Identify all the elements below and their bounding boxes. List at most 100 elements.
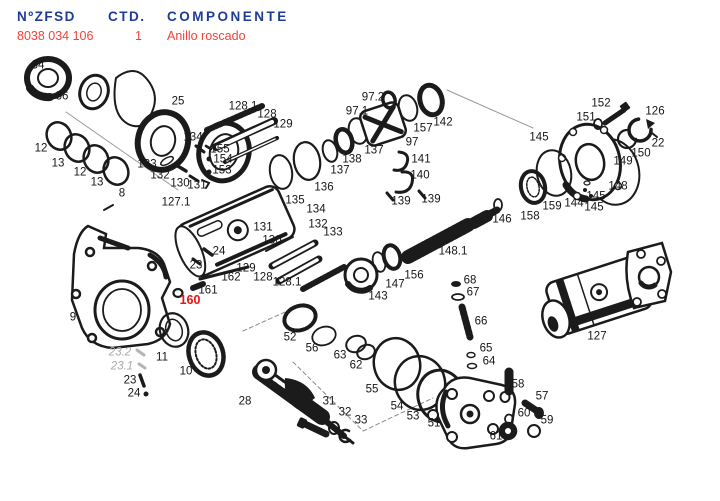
part-label-161: 161: [198, 284, 218, 297]
part-label-129: 129: [236, 262, 256, 275]
part-label-52: 52: [283, 331, 297, 344]
part-label-54: 54: [390, 400, 404, 413]
part-label-130: 130: [262, 234, 282, 247]
part-oring-135: [268, 154, 294, 190]
part-label-9: 9: [69, 311, 77, 324]
part-label-128: 128: [257, 108, 277, 121]
column-header-part-number: NºZFSD: [17, 9, 76, 24]
part-ring-62: [356, 343, 376, 361]
part-cam-plate: [113, 70, 156, 128]
part-label-60: 60: [517, 407, 531, 420]
part-label-133: 133: [323, 226, 343, 239]
part-label-138: 138: [342, 153, 362, 166]
part-label-144: 144: [564, 197, 584, 210]
part-housing-9: [70, 224, 172, 350]
part-label-63: 63: [333, 349, 347, 362]
part-label-53: 53: [406, 410, 420, 423]
part-label-153: 153: [212, 164, 232, 177]
part-bolt-31: [296, 417, 352, 444]
part-bearing-10: [186, 330, 226, 378]
part-label-36: 36: [55, 90, 69, 103]
part-label-31: 31: [322, 395, 336, 408]
part-snaprings-149-150: [616, 117, 658, 150]
part-ballnut-143: [343, 243, 403, 294]
part-label-128.1: 128.1: [228, 100, 258, 113]
part-label-97: 97: [405, 136, 419, 149]
part-seal-11: [158, 312, 190, 348]
part-spring-52: [282, 303, 318, 333]
column-header-quantity: CTD.: [108, 9, 146, 24]
part-label-159: 159: [542, 200, 562, 213]
part-bearing-ring: [134, 109, 192, 173]
part-label-150: 150: [631, 147, 651, 160]
part-rack-rods: [265, 236, 347, 292]
part-label-148.1: 148.1: [438, 245, 468, 258]
part-adjuster-group: [172, 247, 250, 299]
part-plug-group: [498, 391, 544, 441]
part-label-24: 24: [127, 387, 141, 400]
part-label-57: 57: [535, 390, 549, 403]
part-valve-97: [358, 82, 445, 202]
part-label-160: 160: [179, 292, 201, 307]
part-screw-23: [138, 373, 146, 388]
part-label-28: 28: [238, 395, 252, 408]
part-gearbox-127: [541, 241, 673, 339]
part-label-61: 61: [489, 430, 503, 443]
part-washer-36: [78, 73, 110, 111]
part-label-97.2: 97.2: [361, 91, 385, 104]
part-label-126: 126: [645, 105, 665, 118]
row-quantity: 1: [135, 29, 142, 43]
part-torsion-rods: [204, 103, 279, 164]
part-label-141: 141: [411, 153, 431, 166]
part-ring-56: [311, 325, 337, 347]
part-nut-24: [143, 391, 149, 397]
part-relief-valve: [451, 281, 478, 370]
part-label-8: 8: [118, 187, 126, 200]
part-label-143: 143: [368, 290, 388, 303]
part-label-152: 152: [591, 97, 611, 110]
part-oring-stack: [45, 121, 130, 186]
column-header-component: COMPONENTE: [167, 9, 289, 24]
part-label-97.1: 97.1: [345, 105, 369, 118]
part-bolt-152: [593, 101, 631, 130]
part-oring-54: [393, 354, 447, 412]
part-label-149: 149: [613, 155, 633, 168]
part-label-158: 158: [520, 210, 540, 223]
part-worm-148-1: [401, 198, 503, 264]
part-label-13: 13: [90, 176, 104, 189]
part-shims-144-145: [583, 180, 593, 198]
part-label-55: 55: [365, 383, 379, 396]
part-ghost-screws: [135, 348, 147, 370]
part-oring-55: [372, 336, 422, 392]
part-label-66: 66: [474, 315, 488, 328]
part-label-139: 139: [391, 195, 411, 208]
part-label-140: 140: [410, 169, 430, 182]
part-small-fasteners: [160, 144, 213, 189]
part-label-139: 139: [421, 193, 441, 206]
part-oring-136: [292, 141, 322, 181]
part-label-135: 135: [285, 194, 305, 207]
part-label-67: 67: [466, 286, 480, 299]
part-label-23.1: 23.1: [110, 360, 134, 373]
part-label-142: 142: [433, 116, 453, 129]
part-label-136: 136: [314, 181, 334, 194]
part-oring-159: [535, 149, 573, 197]
part-label-12: 12: [73, 166, 87, 179]
part-label-24: 24: [212, 245, 226, 258]
part-label-62: 62: [349, 359, 363, 372]
part-label-137: 137: [330, 164, 350, 177]
part-label-134: 134: [183, 131, 203, 144]
part-label-34: 34: [31, 59, 45, 72]
part-bearing-158: [518, 169, 548, 205]
part-label-132: 132: [150, 169, 170, 182]
part-label-58: 58: [511, 378, 525, 391]
part-label-127.1: 127.1: [161, 196, 191, 209]
part-label-130: 130: [170, 177, 190, 190]
part-cover-148: [557, 122, 641, 206]
part-label-25: 25: [171, 95, 185, 108]
part-label-156: 156: [404, 269, 424, 282]
part-label-23.2: 23.2: [108, 346, 132, 359]
